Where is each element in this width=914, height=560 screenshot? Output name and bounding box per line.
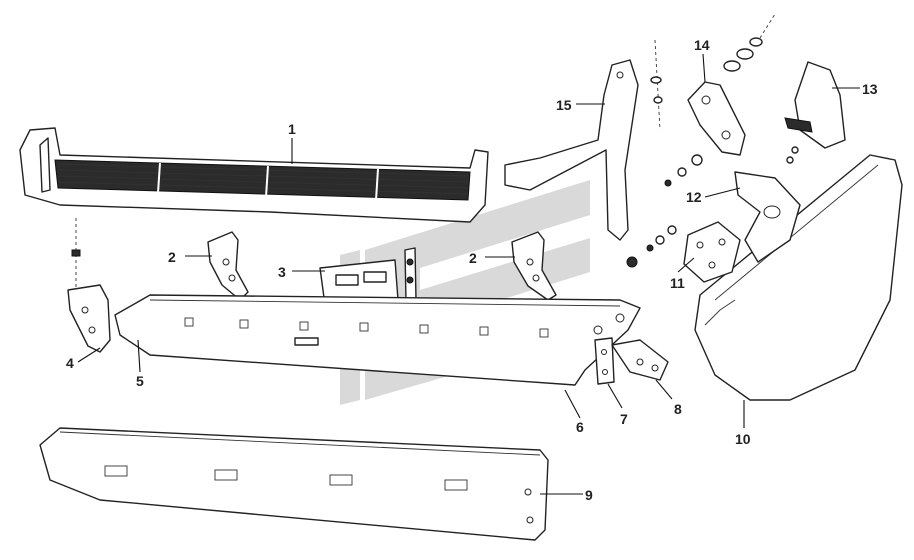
mount-plate-part-11	[683, 221, 741, 283]
plate-part-7	[594, 337, 615, 385]
vertical-bracket-part-15	[504, 39, 663, 241]
lower-beam-part-9	[39, 427, 549, 541]
callout-9: 9	[585, 487, 593, 503]
bracket-arm-part-12	[734, 171, 801, 263]
callout-14: 14	[694, 37, 710, 53]
callout-12: 12	[686, 189, 702, 205]
clip-assembly-part-3	[319, 247, 417, 306]
fasteners	[626, 146, 799, 268]
step-board-part-1	[19, 127, 489, 223]
callout-7: 7	[620, 411, 628, 427]
upper-bracket-part-14	[687, 13, 776, 156]
callout-6: 6	[576, 419, 584, 435]
support-beam-part-6	[114, 294, 641, 386]
end-bracket-part-4	[67, 218, 111, 353]
callout-10: 10	[735, 431, 751, 447]
callout-2-right: 2	[469, 250, 477, 266]
callout-5: 5	[136, 373, 144, 389]
callout-15: 15	[556, 97, 572, 113]
callout-4: 4	[66, 355, 74, 371]
callout-3: 3	[278, 264, 286, 280]
bracket-part-2-left	[207, 231, 249, 301]
callout-1: 1	[288, 121, 296, 137]
callout-13: 13	[862, 81, 878, 97]
callout-8: 8	[674, 401, 682, 417]
callout-2-left: 2	[168, 249, 176, 265]
bumper-cover-part-10	[694, 154, 903, 401]
leader-lines	[77, 53, 860, 495]
bracket-part-8	[611, 339, 669, 381]
bracket-part-2-right	[511, 231, 557, 301]
callout-11: 11	[670, 275, 685, 291]
side-bracket-part-13	[784, 61, 846, 149]
callout-labels: 1 2 2 3 4 5 6 7 8 9 10 11 12 13 14 15	[66, 37, 878, 503]
